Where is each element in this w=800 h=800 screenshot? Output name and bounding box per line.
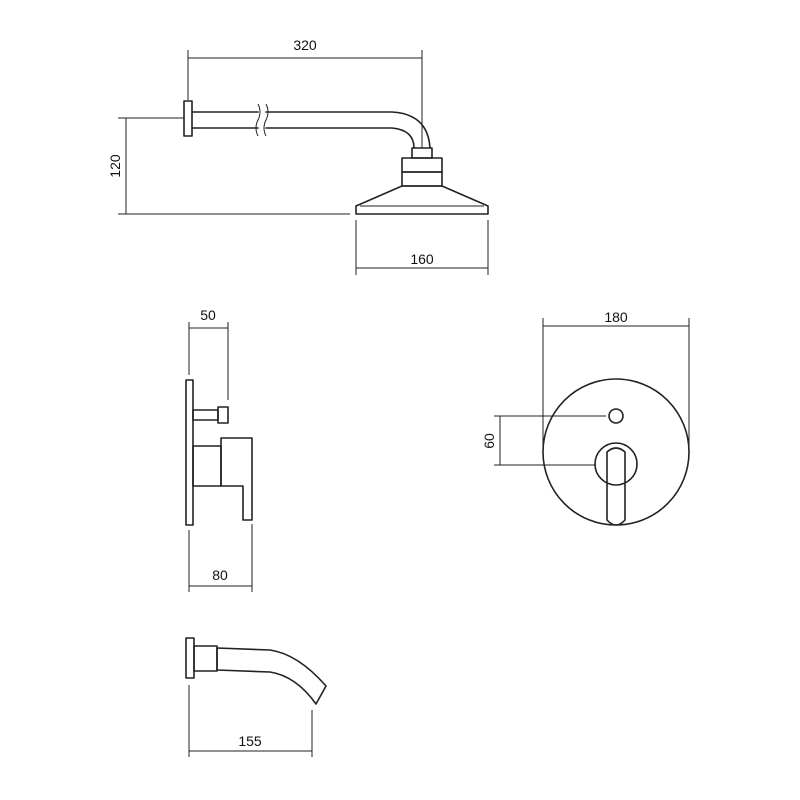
spout-wall-flange [185,637,195,679]
handle-lever-front [606,447,626,526]
dimension-head-diameter: 160 [355,220,489,275]
arm-break-mark [255,103,261,137]
dimension-handle-depth: 80 [188,524,253,592]
dimension-handle-offset: 60 [481,415,606,466]
head-swivel [401,157,443,173]
valve-cover-plate [542,378,690,526]
arm-wall-flange [183,100,193,137]
spout-side-view [185,637,327,705]
handle-lever [220,437,253,521]
dimension-label: 160 [410,251,434,267]
dimension-label: 320 [293,37,317,53]
diverter-stem [192,409,219,421]
valve-front-view [542,378,690,526]
dimension-spout-length: 155 [188,685,313,757]
dimension-label: 155 [238,733,262,749]
dimension-arm-height: 120 [107,117,350,215]
dimension-label: 60 [481,433,497,449]
handle-hub [594,442,638,486]
dimension-arm-length: 320 [187,37,423,148]
shower-arm-assembly [183,100,489,215]
dimension-plate-diameter: 180 [542,309,690,450]
diverter-knob-front [608,408,624,424]
dimension-label: 50 [200,307,216,323]
spout-collar [193,645,218,672]
spout-body [216,647,327,705]
valve-wall-plate [185,379,194,526]
head-swivel [401,171,443,187]
diverter-knob [217,406,229,424]
arm-connector [411,147,433,159]
dimension-label: 180 [604,309,628,325]
shower-head [355,185,489,215]
valve-side-view [185,379,253,526]
arm-break-mark [263,103,269,137]
arm-bend-section [265,111,431,149]
dimension-label: 80 [212,567,228,583]
dimension-label: 120 [107,154,123,178]
handle-body [192,445,222,487]
arm-straight-section [191,111,259,129]
dimension-valve-depth: 50 [188,307,229,400]
